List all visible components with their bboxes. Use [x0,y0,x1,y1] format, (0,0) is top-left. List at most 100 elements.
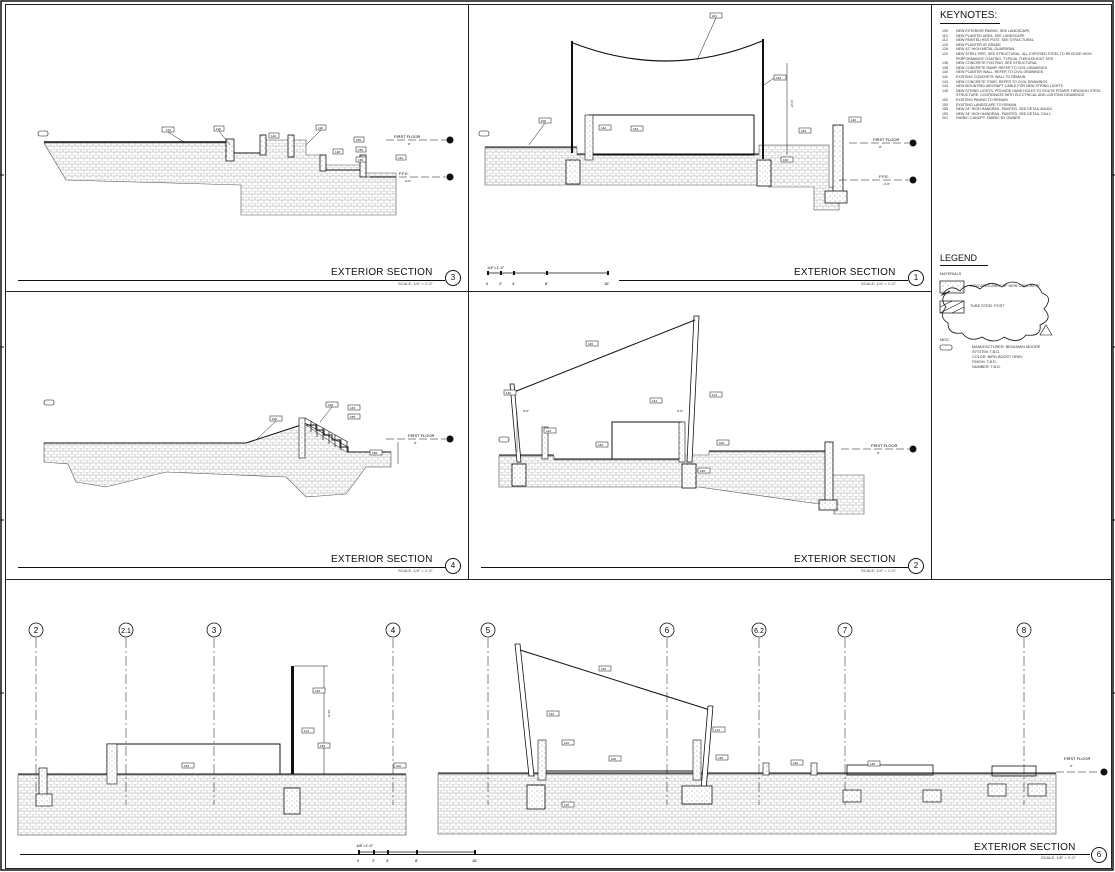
section-3-panel: 114 110 140 120 138 155 159 136 142 FIRS… [5,4,469,292]
legend-paint-line-2: COLOR: BIRD-BOOST GRAY [972,355,1023,359]
legend-underline [940,265,988,266]
tag-140: 140 [271,134,276,138]
level-first-floor: FIRST FLOOR [394,134,420,139]
keynote-text: NEW CONCRETE RAMP. REFER TO CIVIL DRAWIN… [956,65,1047,70]
keynote-text: NEW PLANTER WALL. REFER TO CIVIL DRAWING… [956,70,1044,75]
legend-title: LEGEND [940,253,978,263]
grid-8: 8 [1022,626,1027,635]
keynote-text: NEW 34" HIGH HANDRAIL. PAINTED. SEE DETA… [956,107,1052,112]
level-first-floor-elev-6: 0" [1070,764,1073,768]
level-first-floor-elev-4: 0" [414,441,417,445]
keynote-text: EXISTING CONCRETE WALL TO REMAIN [956,74,1026,79]
graphic-scale-top-tick-3: 8' [545,281,548,286]
keynotes-underline [940,23,1000,24]
legend-paint-line-3: FINISH: T.B.D. [972,360,997,364]
section-4-title-line [18,567,445,568]
level-first-floor-2: FIRST FLOOR [871,443,897,448]
keynote-text: NEW EXTERIOR PAVING. SEE LANDSCAPE [956,29,1030,33]
tag-126: 126 [328,403,333,407]
section-1-scale: SCALE: 1/4" = 1'-0" [861,281,896,286]
section-2-title: EXTERIOR SECTION [794,554,896,565]
level-ffe-elev-1: -4'-0" [883,182,890,186]
keynote-row: 142 EXISTING CONCRETE WALL TO REMAIN [942,75,1107,80]
dim-2-right: 3'-0" [677,409,683,413]
keynote-text: NEW PAINTED HSS POST. SEE STRUCTURAL [956,38,1034,43]
keynote-code: 201 [942,116,948,121]
keynote-text: EXISTING PAVING TO REMAIN [956,97,1008,102]
keynote-code: 145 [942,88,948,93]
section-6-scale: SCALE: 1/8" = 1'-0" [1041,855,1076,860]
tag-140-6: 140 [870,762,875,766]
level-first-floor-elev-2: 0" [877,451,880,455]
tag-100-6: 100 [396,764,401,768]
level-first-floor-1: FIRST FLOOR [873,137,899,142]
tag-132-6b: 132 [549,712,554,716]
keynote-row: 144 NEW MOUNTING AIRCRAFT CABLE FOR NEW S… [942,84,1107,89]
tag-100-2: 100 [719,441,724,445]
keynote-code: 159 [942,111,948,116]
keynote-row: 201 FABRIC CANOPY. FABRIC BY OWNER [942,116,1107,121]
section-6-title: EXTERIOR SECTION [974,842,1076,853]
graphic-scale-bottom-tick-4: 16' [472,858,477,863]
level-first-floor-elev-1: 0" [879,145,882,149]
graphic-scale-top-tick-4: 16' [604,281,609,286]
tag-145: 145 [588,342,593,346]
tag-136-6b: 136 [718,756,723,760]
graphic-scale-top-ratio: 1/4"=1'-0" [487,265,505,270]
section-4-number: 4 [445,558,461,574]
grid-2: 2 [34,626,39,635]
tag-152-6: 152 [184,764,189,768]
keynote-code: 144 [942,84,948,89]
keynote-code: 100 [942,29,948,33]
section-2-scale: SCALE: 1/4" = 1'-0" [861,568,896,573]
keynote-text: FABRIC CANOPY. FABRIC BY OWNER [956,116,1021,121]
graphic-scale-bottom-tick-0: 0 [357,858,360,863]
level-ffe-1: F.F.E. [879,174,889,179]
section-4-scale: SCALE: 1/4" = 1'-0" [398,568,433,573]
keynote-text: NEW MOUNTING AIRCRAFT CABLE FOR NEW STRI… [956,84,1063,89]
tag-114: 114 [166,128,171,132]
tag-155-4: 155 [350,415,355,419]
grid-7: 7 [843,626,848,635]
keynote-code: 142 [942,74,948,79]
graphic-scale-bottom-tick-1: 2' [372,858,375,863]
tag-159: 159 [358,148,363,152]
tag-132-6: 132 [315,689,320,693]
section-3-title: EXTERIOR SECTION [331,267,433,278]
tag-153: 153 [801,129,806,133]
graphic-scale-bottom-tick-3: 8' [415,858,418,863]
section-3-drawing: 114 110 140 120 138 155 159 136 142 FIRS… [37,124,454,216]
keynote-row: 155 NEW 34" HIGH HANDRAIL. PAINTED. SEE D… [942,107,1107,112]
dim-2-left: 3'-0" [523,409,529,413]
tag-138: 138 [335,150,340,154]
tag-143: 143 [350,406,355,410]
section-2-drawing: 3'-0" 3'-0" 145 132 144 114 142 152 100 … [498,315,917,515]
section-2-number: 2 [908,558,924,574]
grid-5: 5 [486,626,491,635]
tag-138-4: 138 [372,451,377,455]
tag-140-b: 140 [851,118,856,122]
tag-100: 100 [541,119,546,123]
level-ffe-elev: -4'-0" [404,179,411,183]
tag-100-4: 100 [272,417,277,421]
level-first-floor-elev: 0" [408,142,411,146]
graphic-scale-top-tick-0: 0 [486,281,489,286]
keynote-code: 155 [942,107,948,112]
tag-142-b: 142 [601,126,606,130]
tag-132: 132 [776,76,781,80]
level-first-floor-6: FIRST FLOOR [1064,756,1090,761]
tag-114-2: 114 [712,393,717,397]
section-4-title: EXTERIOR SECTION [331,554,433,565]
section-3-title-line [18,280,445,281]
tag-110: 110 [216,127,221,131]
section-6-title-line [20,854,1090,855]
legend-misc-label: MISC [940,338,950,342]
tag-144: 144 [652,399,657,403]
